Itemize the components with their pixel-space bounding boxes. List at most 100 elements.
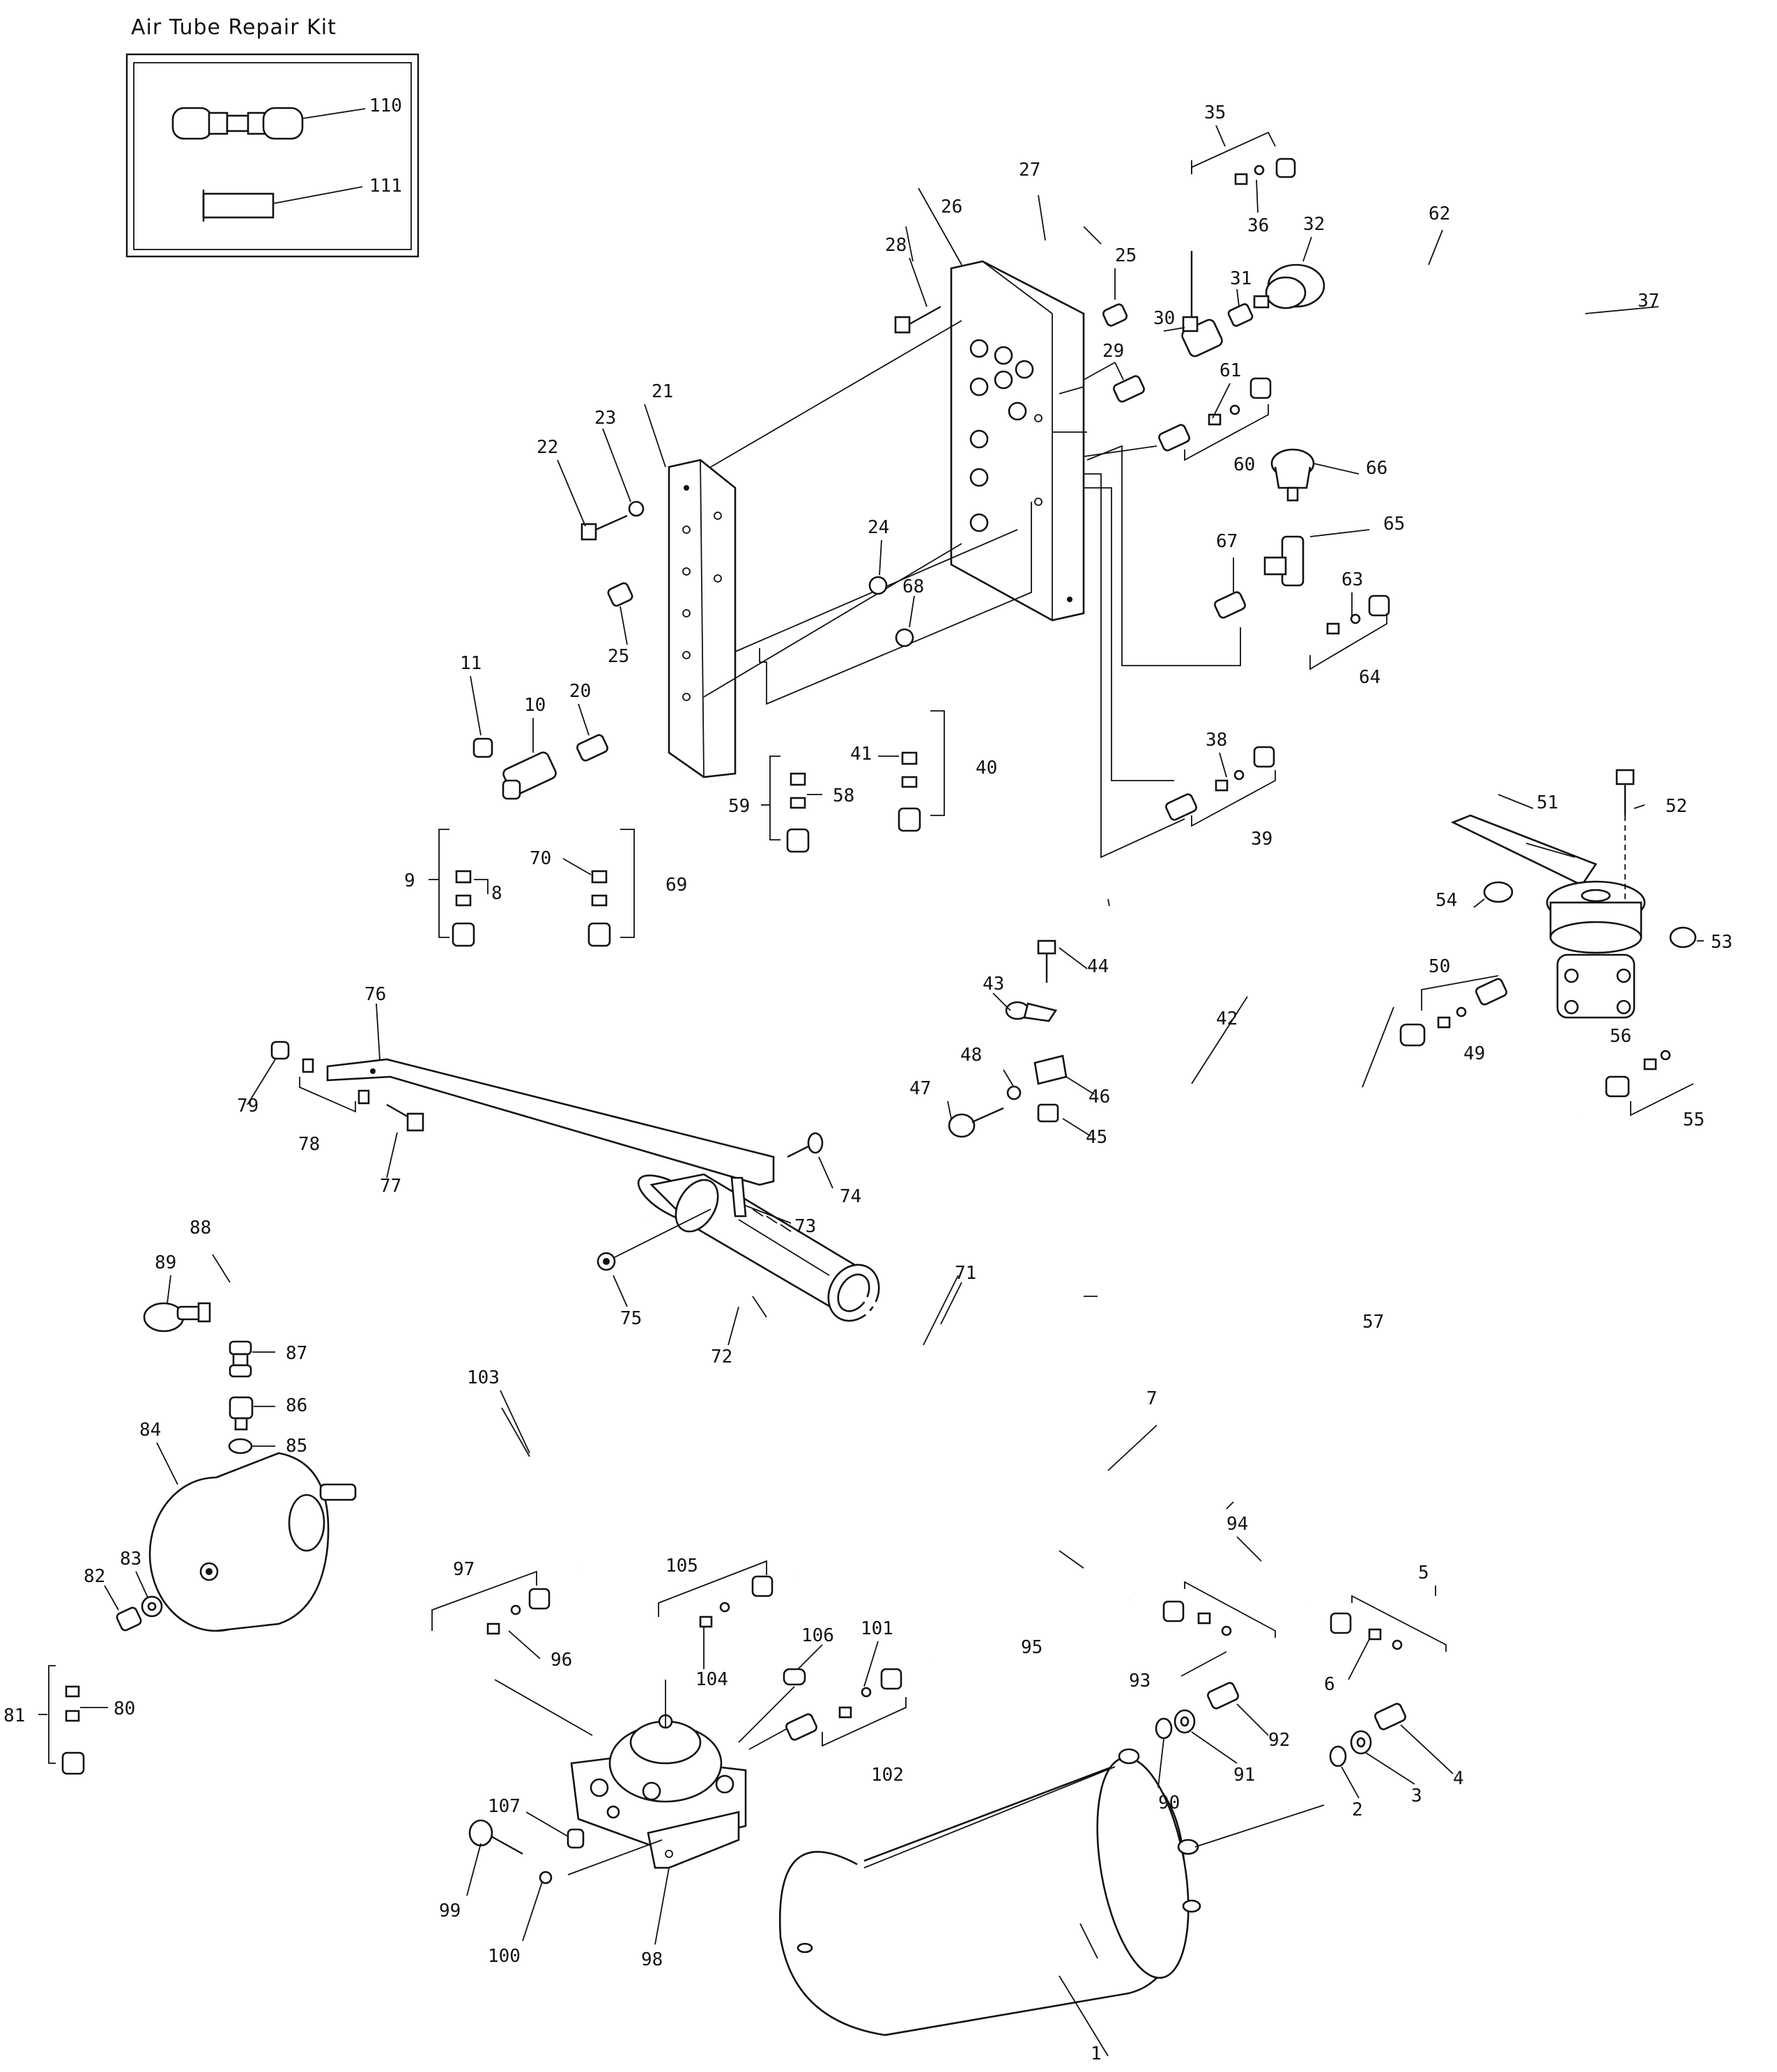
callout-86: 86 <box>286 1395 307 1416</box>
o-ring-68 <box>895 628 914 647</box>
callout-37: 37 <box>1638 291 1659 312</box>
callout-4: 4 <box>1453 1768 1464 1789</box>
air-valve-89 <box>143 1302 211 1333</box>
callout-24: 24 <box>868 517 889 538</box>
plug-53 <box>1669 926 1697 949</box>
callout-84: 84 <box>139 1420 161 1441</box>
callout-36: 36 <box>1247 215 1269 236</box>
callout-1: 1 <box>1091 2043 1102 2064</box>
air-cylinder-72 <box>637 1173 880 1322</box>
tube-9-run <box>461 965 649 1222</box>
air-reservoir-tank-1 <box>778 1748 1325 2036</box>
callout-48: 48 <box>960 1045 982 1066</box>
nut-79 <box>270 1041 290 1060</box>
callout-45: 45 <box>1086 1127 1107 1148</box>
callout-72: 72 <box>711 1346 732 1367</box>
callout-100: 100 <box>488 1946 521 1967</box>
mounting-plate-21 <box>668 459 737 778</box>
callout-38: 38 <box>1206 730 1227 751</box>
callout-62: 62 <box>1429 204 1450 224</box>
callout-49: 49 <box>1463 1043 1485 1064</box>
fitting-group-97 <box>431 1570 593 1736</box>
callout-81: 81 <box>3 1705 25 1726</box>
bracket-73 <box>730 1176 747 1218</box>
tube-clamp-43 <box>1005 1001 1058 1022</box>
callout-47: 47 <box>909 1078 931 1099</box>
screw-22 <box>580 514 628 541</box>
fitting-group-5 <box>1330 1595 1447 1695</box>
callout-7: 7 <box>1146 1388 1157 1409</box>
callout-60: 60 <box>1233 454 1255 475</box>
fitting-92 <box>1207 1682 1239 1710</box>
callout-31: 31 <box>1230 268 1252 289</box>
callout-25-lower: 25 <box>608 646 629 667</box>
callout-32: 32 <box>1303 214 1325 235</box>
callout-106: 106 <box>801 1625 834 1646</box>
callout-69: 69 <box>666 875 687 896</box>
quick-coupler-66 <box>1270 448 1315 502</box>
callout-27: 27 <box>1019 160 1040 181</box>
callout-50: 50 <box>1429 956 1450 977</box>
tube-union-fitting <box>171 107 366 140</box>
callout-labels: 110 111 1 2 3 4 5 6 7 8 9 10 11 20 21 22… <box>3 95 1732 2064</box>
washer-83 <box>141 1595 163 1618</box>
callout-26: 26 <box>941 197 962 217</box>
pressure-switch-32 <box>1253 263 1325 309</box>
callout-51: 51 <box>1537 792 1558 813</box>
fitting-group-60 <box>1158 377 1272 461</box>
bolt-28 <box>894 305 941 334</box>
callout-53: 53 <box>1711 932 1732 953</box>
fitting-stack-69 <box>587 786 635 947</box>
tube-sleeve <box>202 186 363 222</box>
callout-23: 23 <box>594 408 616 429</box>
bracket-76 <box>326 1058 775 1186</box>
tube-71 <box>793 1290 1043 1578</box>
callout-11: 11 <box>460 653 482 674</box>
tube-95 <box>577 1434 1130 1602</box>
callout-43: 43 <box>983 974 1004 995</box>
nut-75 <box>597 1208 711 1271</box>
callout-94: 94 <box>1226 1514 1248 1535</box>
fitting-25-lower <box>607 582 633 607</box>
callout-3: 3 <box>1411 1786 1422 1806</box>
callout-99: 99 <box>439 1901 461 1921</box>
callout-85: 85 <box>286 1436 307 1457</box>
callout-6: 6 <box>1324 1674 1335 1695</box>
bracket-46 <box>1033 1054 1068 1085</box>
repair-kit-title: Air Tube Repair Kit <box>131 15 337 40</box>
washer-3 <box>1350 1730 1372 1755</box>
callout-56: 56 <box>1610 1026 1631 1047</box>
callout-83: 83 <box>120 1549 141 1570</box>
callout-25-upper: 25 <box>1115 245 1137 266</box>
callout-61: 61 <box>1220 360 1241 381</box>
washer-48 <box>1006 1085 1022 1100</box>
callout-57: 57 <box>1362 1312 1384 1333</box>
callout-87: 87 <box>286 1343 307 1364</box>
fitting-group-55 <box>1605 1013 1713 1116</box>
tube-62 <box>1297 245 1543 620</box>
bolt-74 <box>787 1132 824 1158</box>
callout-74: 74 <box>840 1186 861 1207</box>
callout-21: 21 <box>652 381 673 402</box>
plug-106 <box>738 1668 806 1743</box>
brake-chamber-84 <box>148 1452 357 1632</box>
fitting-20 <box>576 734 608 762</box>
tube-7 <box>862 1307 1312 1606</box>
fitting-stack-9 <box>429 786 496 947</box>
fitting-87 <box>229 1340 252 1378</box>
callout-67: 67 <box>1216 531 1238 552</box>
callout-97: 97 <box>453 1559 475 1580</box>
fitting-stack-59 <box>769 706 831 853</box>
callout-89: 89 <box>155 1252 176 1273</box>
callout-41: 41 <box>850 744 872 765</box>
label-leaders <box>38 125 1454 1945</box>
plug-107 <box>567 1828 585 1849</box>
callout-80: 80 <box>114 1698 135 1719</box>
callout-30: 30 <box>1153 308 1175 329</box>
repair-kit-inset <box>125 53 420 258</box>
callout-5: 5 <box>1418 1563 1429 1583</box>
callout-58: 58 <box>833 785 854 806</box>
valve-manifold-block-26 <box>950 260 1085 622</box>
o-ring-85 <box>228 1438 253 1455</box>
callout-65: 65 <box>1383 514 1405 535</box>
